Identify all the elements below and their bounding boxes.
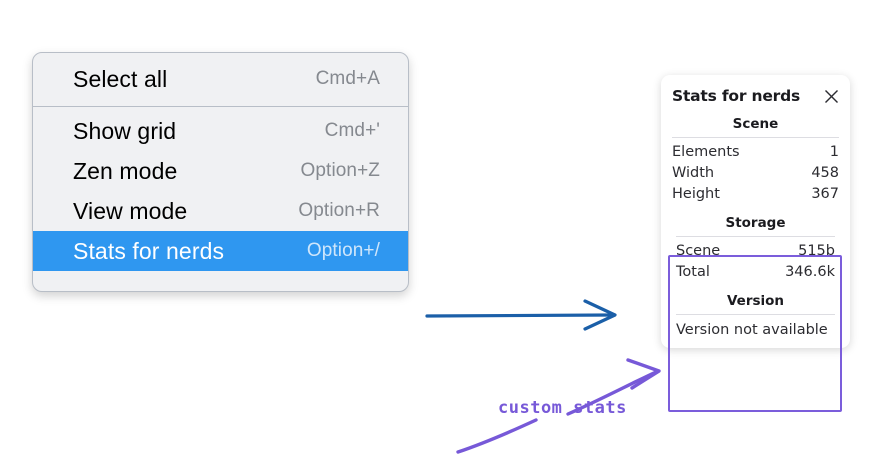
stat-label: Width (672, 164, 715, 181)
menu-item-label: Stats for nerds (73, 237, 225, 264)
scene-section-heading: Scene (732, 116, 779, 132)
stat-label: Scene (676, 242, 721, 259)
stats-for-nerds-panel: Stats for nerds Scene Elements 1 Width 4… (661, 75, 850, 412)
stats-panel-body: Scene Elements 1 Width 458 Height 367 St… (661, 116, 850, 339)
scene-section-rule (672, 137, 839, 138)
custom-stats-annotation-label: custom stats (498, 398, 627, 418)
menu-item-shortcut: Option+/ (306, 240, 380, 261)
close-icon[interactable] (823, 88, 840, 105)
custom-stats-section: Storage Scene 515b Total 346.6k Version … (672, 215, 839, 339)
menu-item-label: Select all (73, 65, 168, 92)
stat-label: Elements (672, 143, 740, 160)
version-note: Version not available (676, 322, 828, 338)
context-menu[interactable]: Select all Cmd+A Show grid Cmd+' Zen mod… (32, 52, 409, 292)
stat-row-storage-scene: Scene 515b (676, 240, 835, 261)
stat-row-storage-total: Total 346.6k (676, 261, 835, 282)
purple-arrow-annotation (456, 358, 661, 454)
stat-label: Height (672, 185, 720, 202)
stat-value: 346.6k (785, 263, 835, 280)
blue-arrow-annotation (425, 299, 617, 331)
stats-panel-title: Stats for nerds (672, 87, 801, 105)
stat-label: Total (676, 263, 710, 280)
menu-item-zen-mode[interactable]: Zen mode Option+Z (33, 151, 408, 191)
stat-row-height: Height 367 (672, 183, 839, 204)
version-section-rule (676, 314, 835, 315)
stat-value: 1 (829, 143, 839, 160)
menu-item-label: View mode (73, 197, 188, 224)
menu-item-shortcut: Option+Z (300, 160, 380, 181)
menu-item-shortcut: Cmd+A (315, 68, 380, 89)
menu-item-select-all[interactable]: Select all Cmd+A (33, 59, 408, 99)
menu-item-show-grid[interactable]: Show grid Cmd+' (33, 111, 408, 151)
menu-section-2: Show grid Cmd+' Zen mode Option+Z View m… (33, 107, 408, 291)
storage-section-rule (676, 236, 835, 237)
menu-item-stats-for-nerds[interactable]: Stats for nerds Option+/ (33, 231, 408, 271)
menu-item-view-mode[interactable]: View mode Option+R (33, 191, 408, 231)
menu-item-label: Zen mode (73, 157, 178, 184)
menu-bottom-padding (33, 271, 408, 287)
stat-value: 367 (811, 185, 839, 202)
menu-item-label: Show grid (73, 117, 177, 144)
stat-value: 515b (798, 242, 835, 259)
stats-panel-header: Stats for nerds (661, 85, 850, 105)
menu-divider (33, 106, 408, 107)
version-section-heading: Version (726, 293, 785, 309)
stat-row-width: Width 458 (672, 162, 839, 183)
stat-value: 458 (811, 164, 839, 181)
storage-section-heading: Storage (725, 215, 786, 231)
menu-item-shortcut: Option+R (298, 200, 380, 221)
stat-row-elements: Elements 1 (672, 141, 839, 162)
menu-item-shortcut: Cmd+' (324, 120, 380, 141)
menu-section-1: Select all Cmd+A (33, 53, 408, 106)
